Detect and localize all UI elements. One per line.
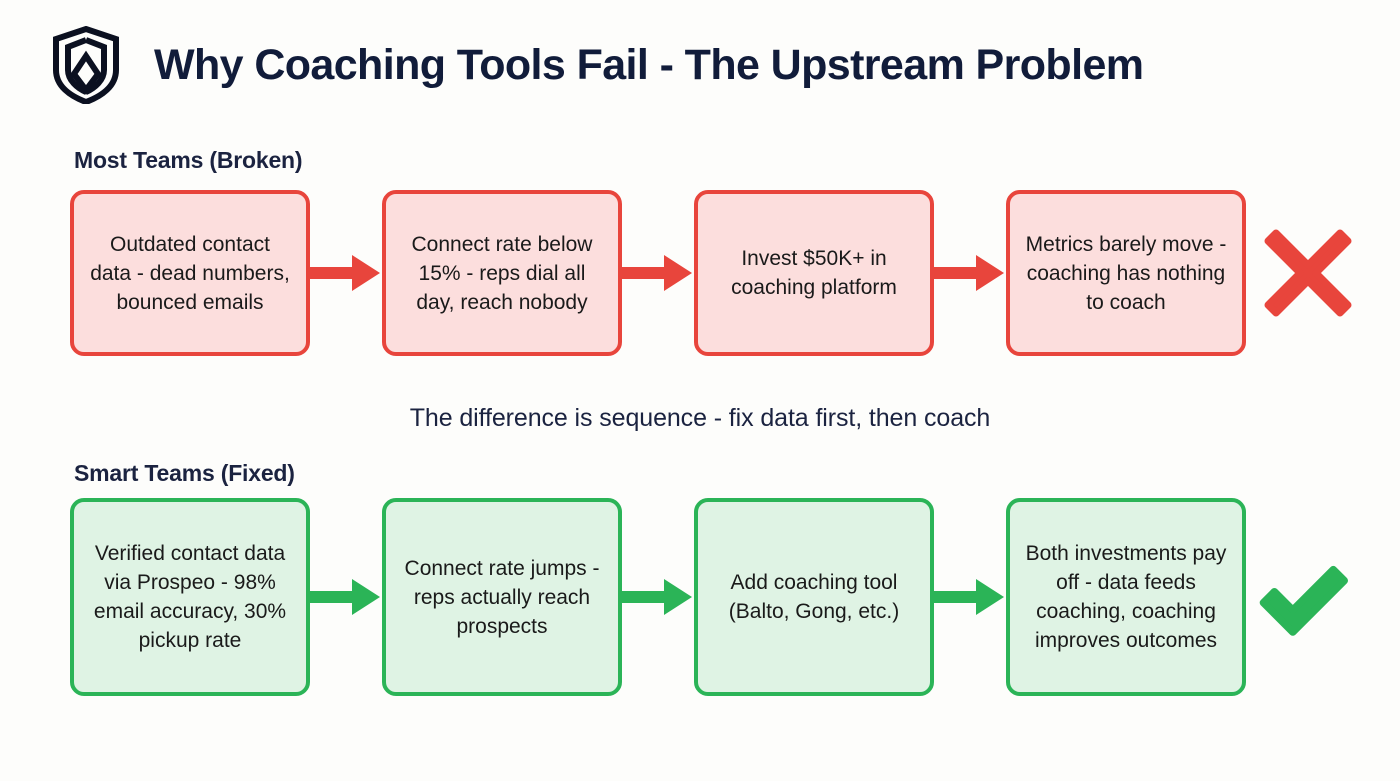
section-label-fixed: Smart Teams (Fixed) (74, 460, 295, 486)
page-header: Why Coaching Tools Fail - The Upstream P… (0, 0, 1400, 130)
arrow-right-icon (310, 579, 380, 615)
flow-node: Add coaching tool (Balto, Gong, etc.) (694, 498, 934, 696)
arrow-right-icon (310, 255, 380, 291)
arrow-right-icon (622, 255, 692, 291)
flow-broken: Outdated contact data - dead numbers, bo… (70, 190, 1246, 356)
flow-node: Metrics barely move - coaching has nothi… (1006, 190, 1246, 356)
divider-caption: The difference is sequence - fix data fi… (409, 404, 991, 432)
flow-fixed: Verified contact data via Prospeo - 98% … (70, 498, 1246, 696)
arrow-right-icon (934, 255, 1004, 291)
shield-logo-icon (53, 26, 119, 104)
arrow-right-icon (622, 579, 692, 615)
check-mark-icon (1259, 565, 1348, 636)
cross-mark-icon (1264, 229, 1352, 317)
page-title: Why Coaching Tools Fail - The Upstream P… (154, 40, 1144, 89)
flow-node: Outdated contact data - dead numbers, bo… (70, 190, 310, 356)
flow-node: Connect rate below 15% - reps dial all d… (382, 190, 622, 356)
flow-node: Verified contact data via Prospeo - 98% … (70, 498, 310, 696)
flow-node: Both investments pay off - data feeds co… (1006, 498, 1246, 696)
flow-node: Invest $50K+ in coaching platform (694, 190, 934, 356)
section-label-broken: Most Teams (Broken) (74, 147, 303, 173)
flow-node: Connect rate jumps - reps actually reach… (382, 498, 622, 696)
arrow-right-icon (934, 579, 1004, 615)
